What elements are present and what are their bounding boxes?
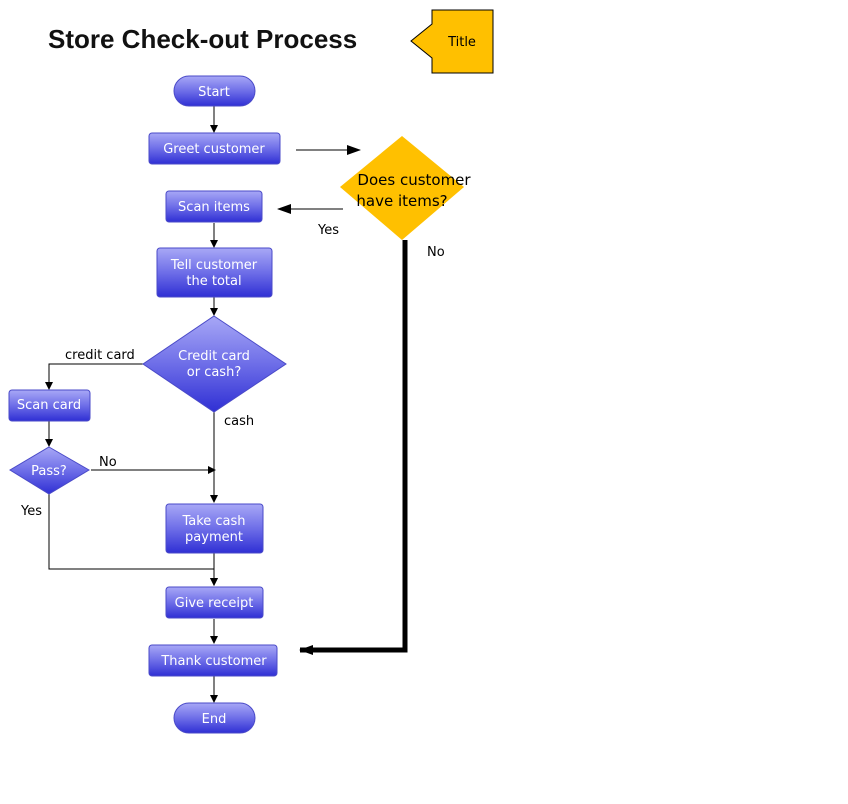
node-scan-card-label: Scan card bbox=[17, 398, 81, 413]
edge-pay-q-scan-card bbox=[45, 363, 143, 390]
decision-pass: Pass? bbox=[9, 446, 90, 495]
node-greet-customer: Greet customer bbox=[148, 132, 281, 165]
node-scan-items: Scan items bbox=[165, 190, 263, 223]
decision-pay-line1: Credit card bbox=[178, 349, 250, 364]
node-give-receipt: Give receipt bbox=[165, 586, 264, 619]
node-scan-items-label: Scan items bbox=[178, 200, 250, 215]
title-callout: Title bbox=[410, 9, 494, 74]
decision-have-items-line2: have items? bbox=[356, 192, 447, 210]
decision-have-items: Does customer have items? bbox=[340, 136, 471, 240]
node-greet-label: Greet customer bbox=[163, 142, 265, 157]
label-pass-no: No bbox=[99, 455, 117, 470]
node-take-cash: Take cash payment bbox=[165, 503, 264, 554]
edges bbox=[45, 106, 408, 703]
decision-credit-or-cash: Credit card or cash? bbox=[142, 315, 287, 413]
node-tell-total-line2: the total bbox=[186, 274, 241, 289]
node-thank-customer: Thank customer bbox=[148, 644, 278, 677]
node-tell-total-line1: Tell customer bbox=[170, 258, 258, 273]
decision-pay-line2: or cash? bbox=[187, 365, 241, 380]
node-scan-card: Scan card bbox=[8, 389, 91, 422]
node-receipt-label: Give receipt bbox=[175, 596, 254, 611]
label-credit-card: credit card bbox=[65, 348, 135, 363]
node-start: Start bbox=[173, 75, 256, 107]
callout-label: Title bbox=[447, 35, 476, 50]
node-end-label: End bbox=[202, 712, 227, 727]
node-start-label: Start bbox=[198, 85, 230, 100]
node-cash-line2: payment bbox=[185, 530, 243, 545]
node-end: End bbox=[173, 702, 256, 734]
label-pass-yes: Yes bbox=[20, 504, 42, 519]
edge-items-q-no bbox=[299, 240, 408, 655]
label-cash: cash bbox=[224, 414, 254, 429]
node-cash-line1: Take cash bbox=[181, 514, 245, 529]
label-no-items: No bbox=[427, 245, 445, 260]
decision-have-items-line1: Does customer bbox=[357, 171, 471, 189]
label-yes-items: Yes bbox=[317, 223, 339, 238]
node-tell-total: Tell customer the total bbox=[156, 247, 273, 298]
node-thank-label: Thank customer bbox=[160, 654, 267, 669]
diagram-title: Store Check-out Process bbox=[48, 24, 358, 54]
decision-pass-label: Pass? bbox=[31, 464, 67, 479]
